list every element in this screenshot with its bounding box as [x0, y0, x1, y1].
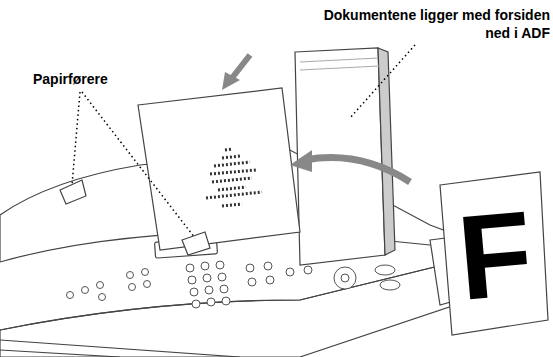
keypad	[67, 261, 401, 308]
flip-arrowhead	[290, 150, 312, 172]
callout-label: Papirførere	[33, 70, 143, 88]
feed-arrow	[232, 55, 250, 78]
callout-label: Dokumentene ligger med forsiden ned i AD…	[298, 6, 550, 42]
sheet-letter: F	[449, 187, 540, 323]
right-paper-guide	[182, 232, 210, 255]
flip-arrow	[305, 158, 410, 182]
left-paper-guide	[60, 180, 86, 204]
leader-lines	[72, 45, 415, 238]
panel-edge	[0, 262, 455, 330]
feed-arrowhead	[222, 72, 240, 90]
stack-sheets	[300, 58, 379, 70]
front-sheet	[138, 88, 300, 250]
sample-sheet	[440, 172, 548, 335]
paper-tray	[0, 340, 240, 357]
sheet-print-marks	[206, 149, 262, 206]
stack-edge	[378, 48, 395, 255]
